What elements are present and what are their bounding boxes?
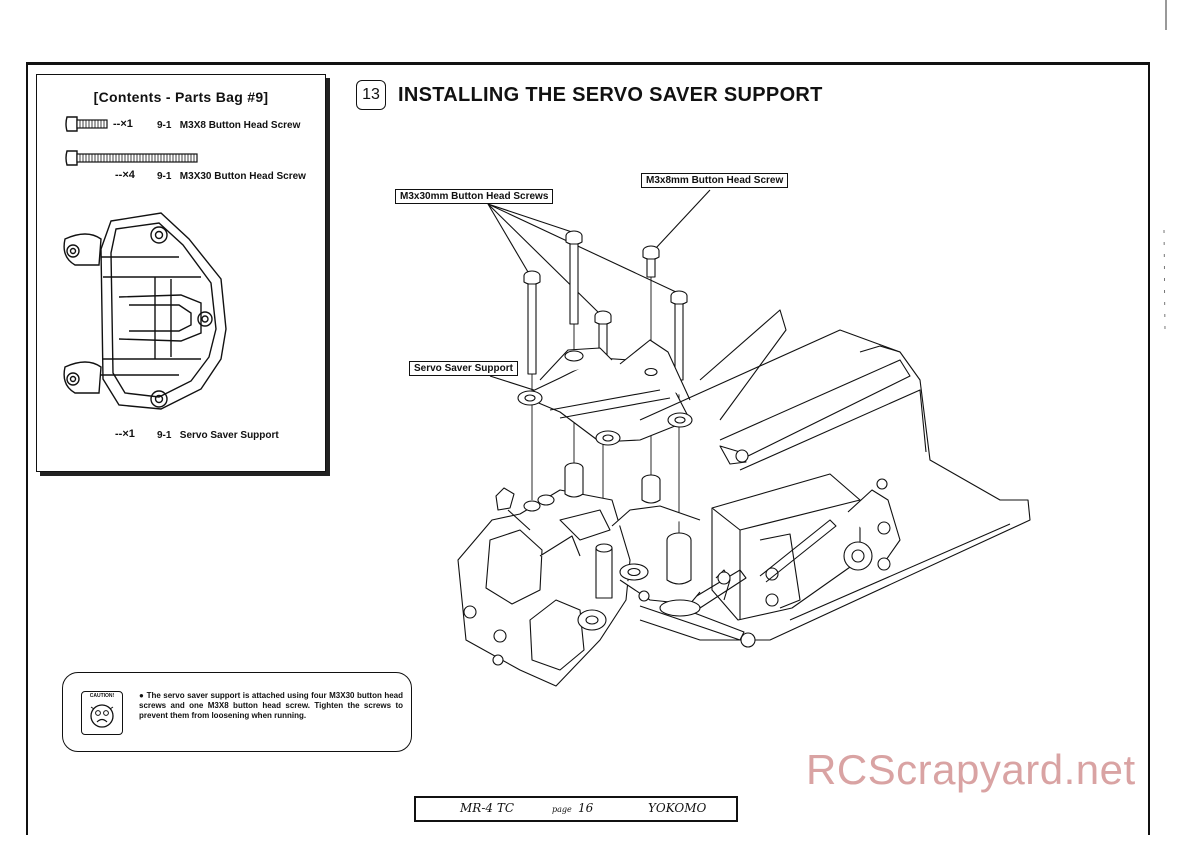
leader-line (487, 203, 599, 313)
worried-face-icon (90, 704, 114, 728)
page-frame (26, 62, 1150, 835)
page-footer: MR-4 TC page 16 YOKOMO (414, 796, 738, 822)
step-title: INSTALLING THE SERVO SAVER SUPPORT (398, 83, 823, 106)
steering-links (639, 445, 837, 648)
part-row-m3x30: 9-1 M3X30 Button Head Screw (157, 171, 306, 182)
contents-title: [Contents - Parts Bag #9] (93, 89, 269, 105)
part-code: 9-1 (157, 171, 172, 182)
servo-saver-support-part-drawing (63, 212, 227, 410)
part-name: Servo Saver Support (179, 430, 279, 441)
steering-servo (711, 473, 901, 621)
callout-servo-saver-support: Servo Saver Support (409, 361, 518, 376)
caution-note: CAUTION! ● The servo saver support is at… (62, 672, 412, 752)
footer-page-number: 16 (578, 801, 594, 815)
leader-line (487, 203, 677, 293)
servo-saver-assembly (523, 494, 701, 617)
footer-model: MR-4 TC (460, 801, 515, 815)
step-number: 13 (356, 80, 386, 110)
callout-m3x30-screws: M3x30mm Button Head Screws (395, 189, 554, 204)
qty-m3x30: --×4 (115, 169, 135, 181)
parts-bag-contents: [Contents - Parts Bag #9] --×1 9-1 M3X8 … (36, 74, 326, 472)
front-bulkhead (457, 487, 631, 687)
m3x30-screw-right (670, 290, 688, 381)
chassis-side-rail (639, 309, 1031, 641)
qty-servo-saver-support: --×1 (115, 428, 135, 440)
callout-m3x8-screw: M3x8mm Button Head Screw (641, 173, 789, 188)
m3x30-screw-icon (65, 150, 198, 166)
m3x30-screw-left (523, 270, 541, 375)
m3x8-screw (642, 245, 660, 278)
part-row-servo-saver-support: 9-1 Servo Saver Support (157, 430, 279, 441)
part-row-m3x8: 9-1 M3X8 Button Head Screw (157, 120, 300, 131)
leader-line (487, 203, 573, 233)
part-name: M3X30 Button Head Screw (179, 171, 306, 182)
step-heading: 13 INSTALLING THE SERVO SAVER SUPPORT (356, 80, 823, 110)
leader-line (489, 375, 541, 393)
servo-saver-support-assembly (517, 339, 693, 446)
footer-brand: YOKOMO (648, 801, 707, 815)
leader-line (655, 189, 711, 249)
caution-label: CAUTION! (89, 693, 115, 699)
watermark: RCScrapyard.net (806, 746, 1136, 793)
scan-edge-marks (1163, 0, 1167, 331)
m3x30-screw-back-left (565, 230, 583, 325)
part-name: M3X8 Button Head Screw (179, 120, 301, 131)
leader-line (487, 203, 529, 273)
part-code: 9-1 (157, 430, 172, 441)
footer-page-label: page (552, 805, 572, 814)
caution-text: ● The servo saver support is attached us… (139, 691, 403, 720)
part-code: 9-1 (157, 120, 172, 131)
qty-m3x8: --×1 (113, 118, 133, 130)
m3x8-screw-icon (65, 116, 108, 132)
mount-posts (564, 462, 701, 599)
caution-face-icon: CAUTION! (81, 691, 123, 735)
